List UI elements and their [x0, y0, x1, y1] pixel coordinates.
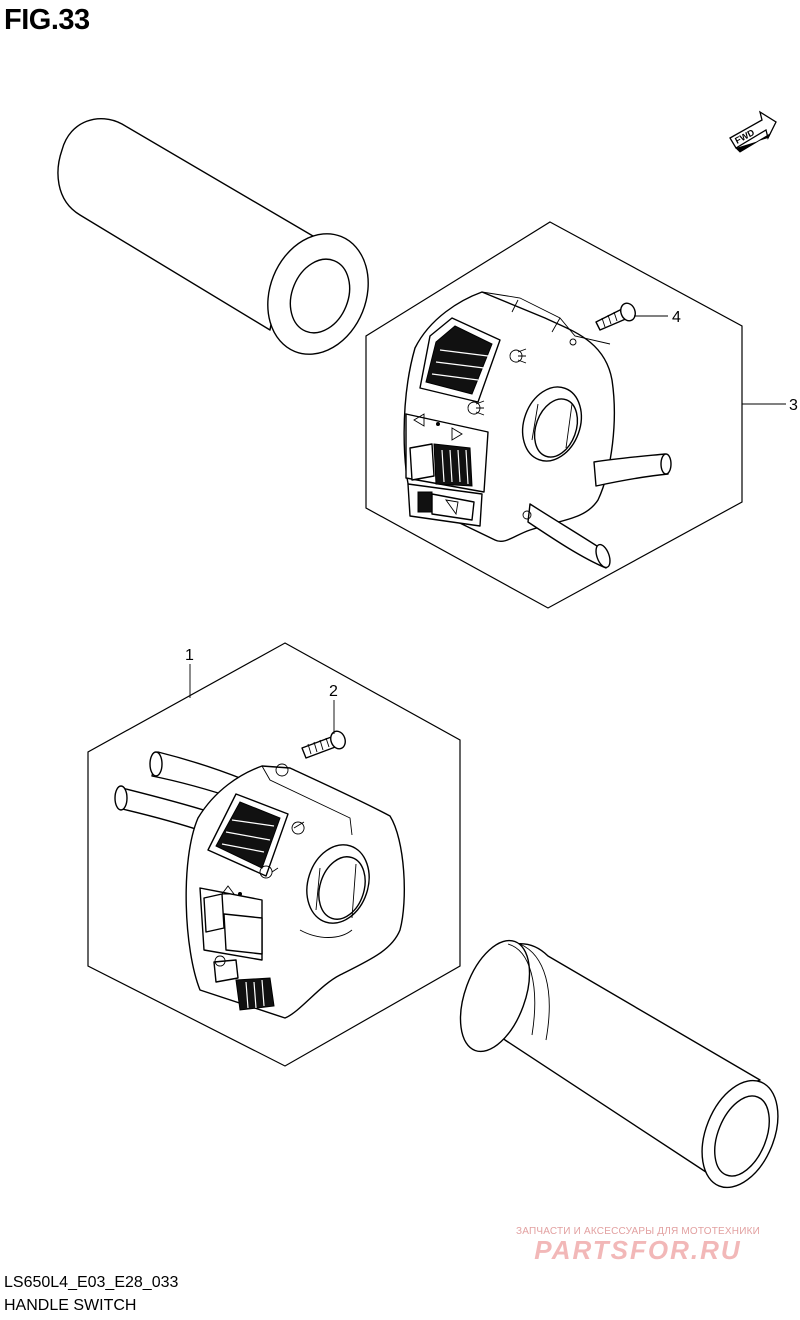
right-handlebar-grip — [459, 939, 779, 1189]
callout-4: 4 — [634, 309, 681, 326]
assembly-frame-1 — [87, 642, 461, 1067]
callout-4-label: 4 — [672, 309, 681, 326]
figure-code: LS650L4_E03_E28_033 — [4, 1274, 179, 1291]
callout-2-label: 2 — [329, 683, 338, 700]
callout-1-label: 1 — [185, 647, 194, 664]
screw-4 — [595, 302, 636, 331]
left-handle-switch — [114, 751, 406, 1019]
assembly-frame-3 — [365, 221, 743, 609]
callout-1: 1 — [185, 647, 194, 698]
watermark-logo: PARTSFOR.RU — [534, 1235, 742, 1265]
callout-2: 2 — [329, 683, 338, 734]
callout-3-label: 3 — [789, 397, 798, 414]
figure-title: FIG.33 — [4, 4, 90, 36]
watermark: ЗАПЧАСТИ И АКСЕССУАРЫ ДЛЯ МОТОТЕХНИКИ PA… — [488, 1226, 788, 1266]
fwd-arrow-icon: FWD — [729, 110, 777, 153]
watermark-tagline: ЗАПЧАСТИ И АКСЕССУАРЫ ДЛЯ МОТОТЕХНИКИ — [515, 1226, 761, 1237]
left-handlebar-grip — [57, 117, 369, 355]
right-handle-switch — [403, 291, 672, 569]
callout-3: 3 — [742, 397, 798, 414]
figure-name: HANDLE SWITCH — [4, 1297, 137, 1314]
screw-2 — [301, 730, 346, 759]
